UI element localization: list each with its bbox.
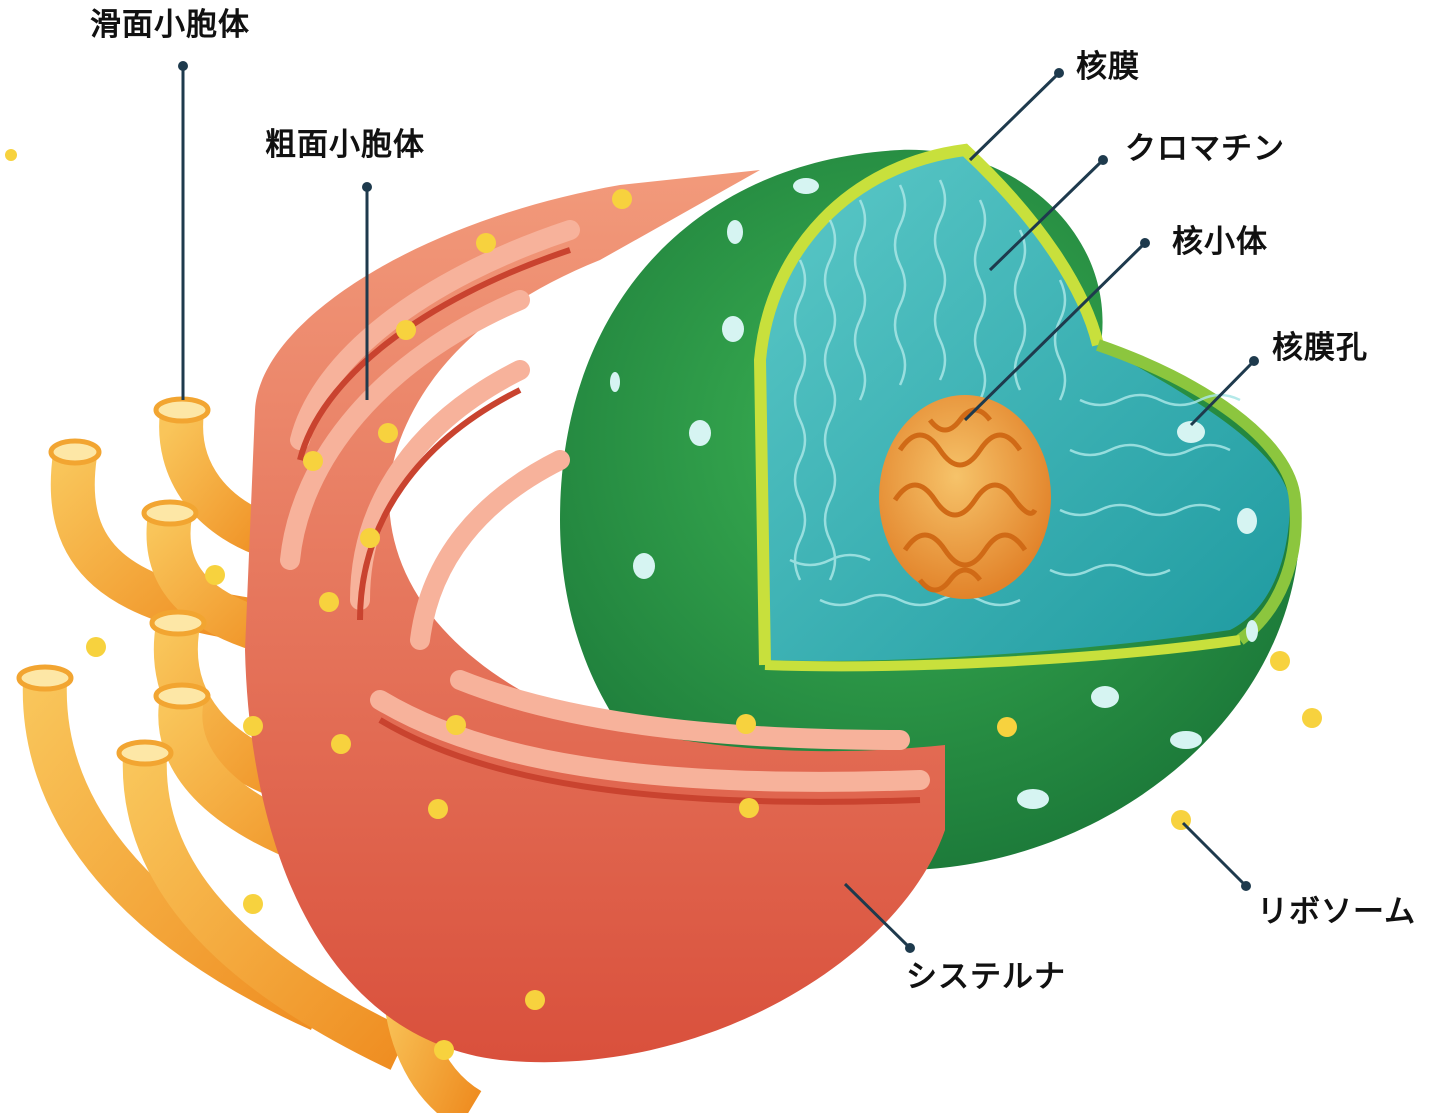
label-chromatin: クロマチン <box>1125 134 1285 165</box>
label-rough-er: 粗面小胞体 <box>265 130 425 161</box>
leader-ribosome <box>1183 823 1251 891</box>
label-ribosome: リボソーム <box>1257 897 1416 928</box>
label-cisterna: システルナ <box>906 962 1066 993</box>
label-nuclear-envelope: 核膜 <box>1076 52 1140 83</box>
label-nuclear-pore: 核膜孔 <box>1272 333 1368 364</box>
leader-nuclear-envelope <box>970 68 1064 160</box>
nucleolus <box>879 395 1051 599</box>
label-smooth-er: 滑面小胞体 <box>90 10 250 41</box>
leader-smooth-er <box>178 61 188 400</box>
label-nucleolus: 核小体 <box>1172 227 1268 258</box>
